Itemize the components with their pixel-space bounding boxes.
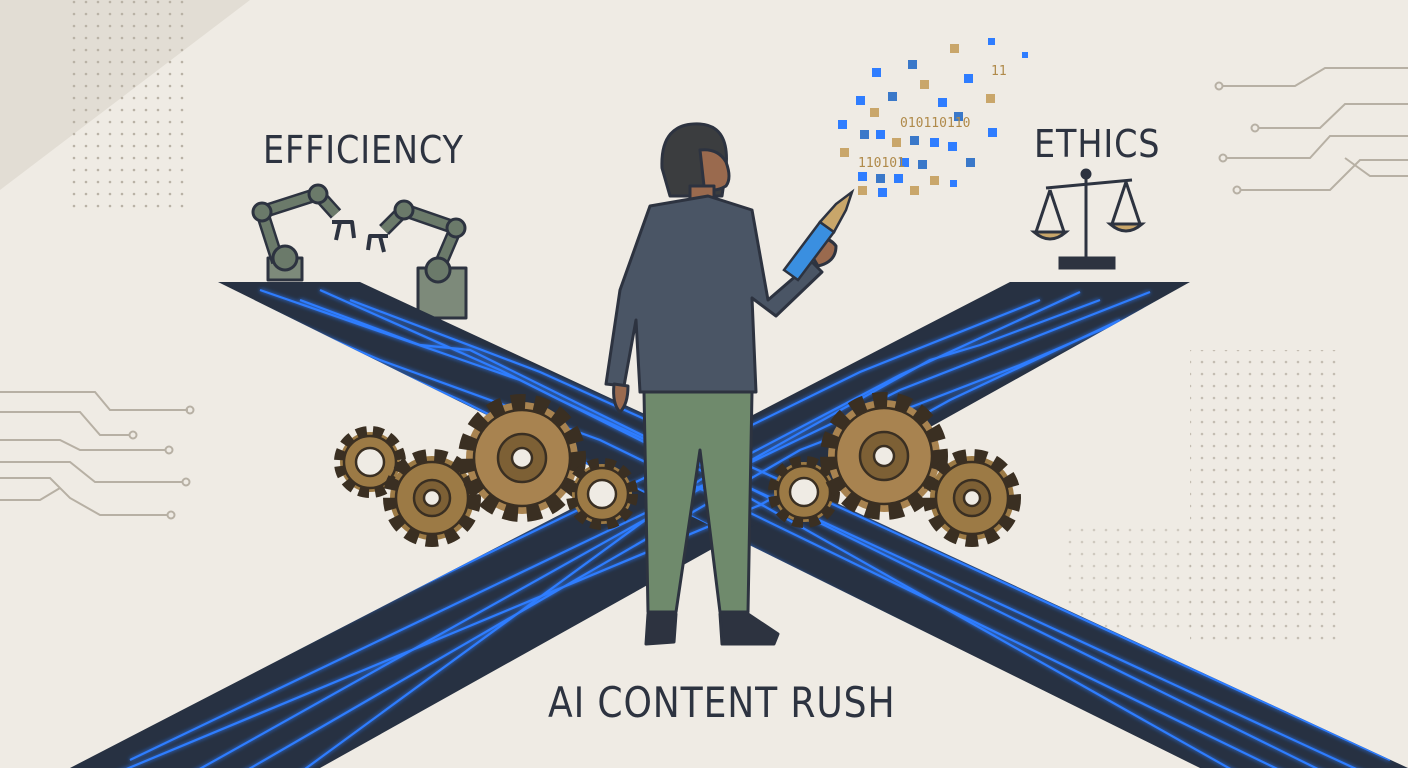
- person-figure: [604, 122, 838, 646]
- data-pixels: [838, 38, 1028, 197]
- ai-content-rush-caption: AI CONTENT RUSH: [548, 678, 896, 727]
- gear-icon: [458, 394, 586, 522]
- gear-cluster-left: [334, 394, 638, 547]
- dot-grid-right-lower: [1060, 520, 1200, 630]
- efficiency-label: EFFICIENCY: [263, 128, 464, 172]
- ethics-label: ETHICS: [1034, 122, 1161, 166]
- robot-arm-icon: [251, 183, 468, 320]
- binary-text-a: 010110110: [900, 116, 971, 131]
- scales-of-justice-icon: [1030, 168, 1146, 270]
- dot-grid-right: [1190, 350, 1340, 640]
- gear-icon: [383, 449, 481, 547]
- gear-icon: [566, 458, 638, 530]
- gear-cluster-right: [768, 392, 1021, 547]
- gear-icon: [923, 449, 1021, 547]
- binary-text-b: 110101: [858, 156, 905, 171]
- binary-text-c: 11: [991, 64, 1007, 79]
- fountain-pen-icon: [782, 188, 855, 282]
- circuit-traces-left: [0, 391, 195, 520]
- dot-grid-left: [70, 0, 185, 210]
- trousers: [642, 390, 754, 614]
- jacket: [604, 194, 824, 394]
- circuit-traces-right: [1214, 67, 1408, 195]
- gear-icon: [820, 392, 948, 520]
